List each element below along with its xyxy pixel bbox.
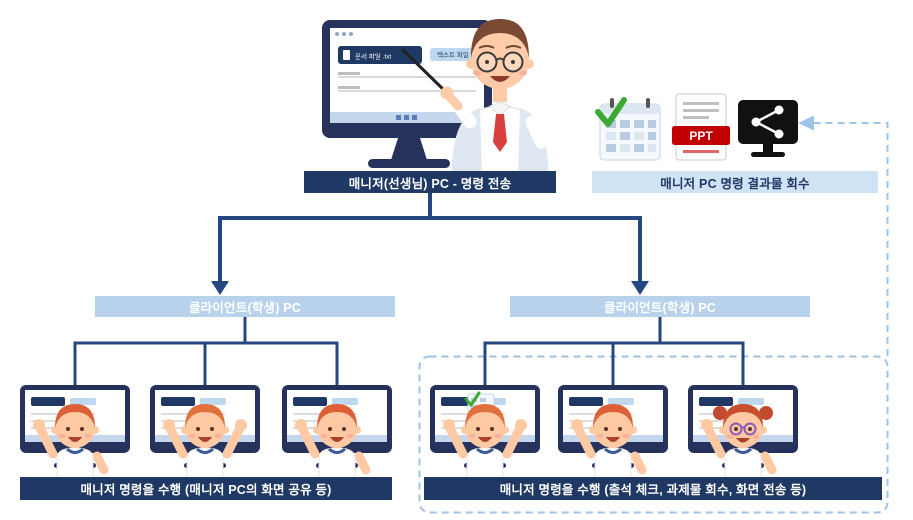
teacher-character xyxy=(401,19,549,177)
arrowhead-right-client xyxy=(631,281,649,295)
manager-monitor: 문서 파일 .txt 텍스트 파일 xyxy=(322,20,492,168)
ppt-file-icon: PPT xyxy=(672,93,730,161)
screen-text-button: 텍스트 파일 xyxy=(430,48,476,61)
result-icons: PPT xyxy=(595,93,798,161)
feedback-arrowhead xyxy=(798,115,814,131)
screen-text-button-label: 텍스트 파일 xyxy=(437,50,469,59)
client-left-label: 클라이언트(학생) PC xyxy=(95,296,395,317)
calendar-check-icon xyxy=(595,97,661,161)
arrowhead-left-client xyxy=(211,281,229,295)
feedback-dashed-path xyxy=(418,115,889,514)
green-check-mark xyxy=(595,97,627,127)
command-arrows xyxy=(218,192,642,283)
task-right-label: 매니저 명령을 수행 (출석 체크, 과제물 회수, 화면 전송 등) xyxy=(424,477,882,500)
results-collect-label: 매니저 PC 명령 결과물 회수 xyxy=(592,171,878,193)
manager-station: 문서 파일 .txt 텍스트 파일 xyxy=(322,19,549,177)
client-right-links xyxy=(483,317,745,388)
client-right-label: 클라이언트(학생) PC xyxy=(510,296,810,317)
ppt-badge-label: PPT xyxy=(689,129,713,143)
screen-file-item: 문서 파일 .txt xyxy=(338,46,422,64)
screen-share-icon xyxy=(738,100,798,157)
student-stations-left xyxy=(20,385,392,478)
pointer-stick xyxy=(401,48,449,95)
client-left-links xyxy=(73,317,339,388)
manager-pc-label: 매니저(선생님) PC - 명령 전송 xyxy=(304,171,556,193)
student-stations-right xyxy=(430,385,798,478)
task-left-label: 매니저 명령을 수행 (매니저 PC의 화면 공유 등) xyxy=(20,477,392,500)
screen-file-item-label: 문서 파일 .txt xyxy=(355,52,391,61)
teacher-hair xyxy=(471,19,529,58)
